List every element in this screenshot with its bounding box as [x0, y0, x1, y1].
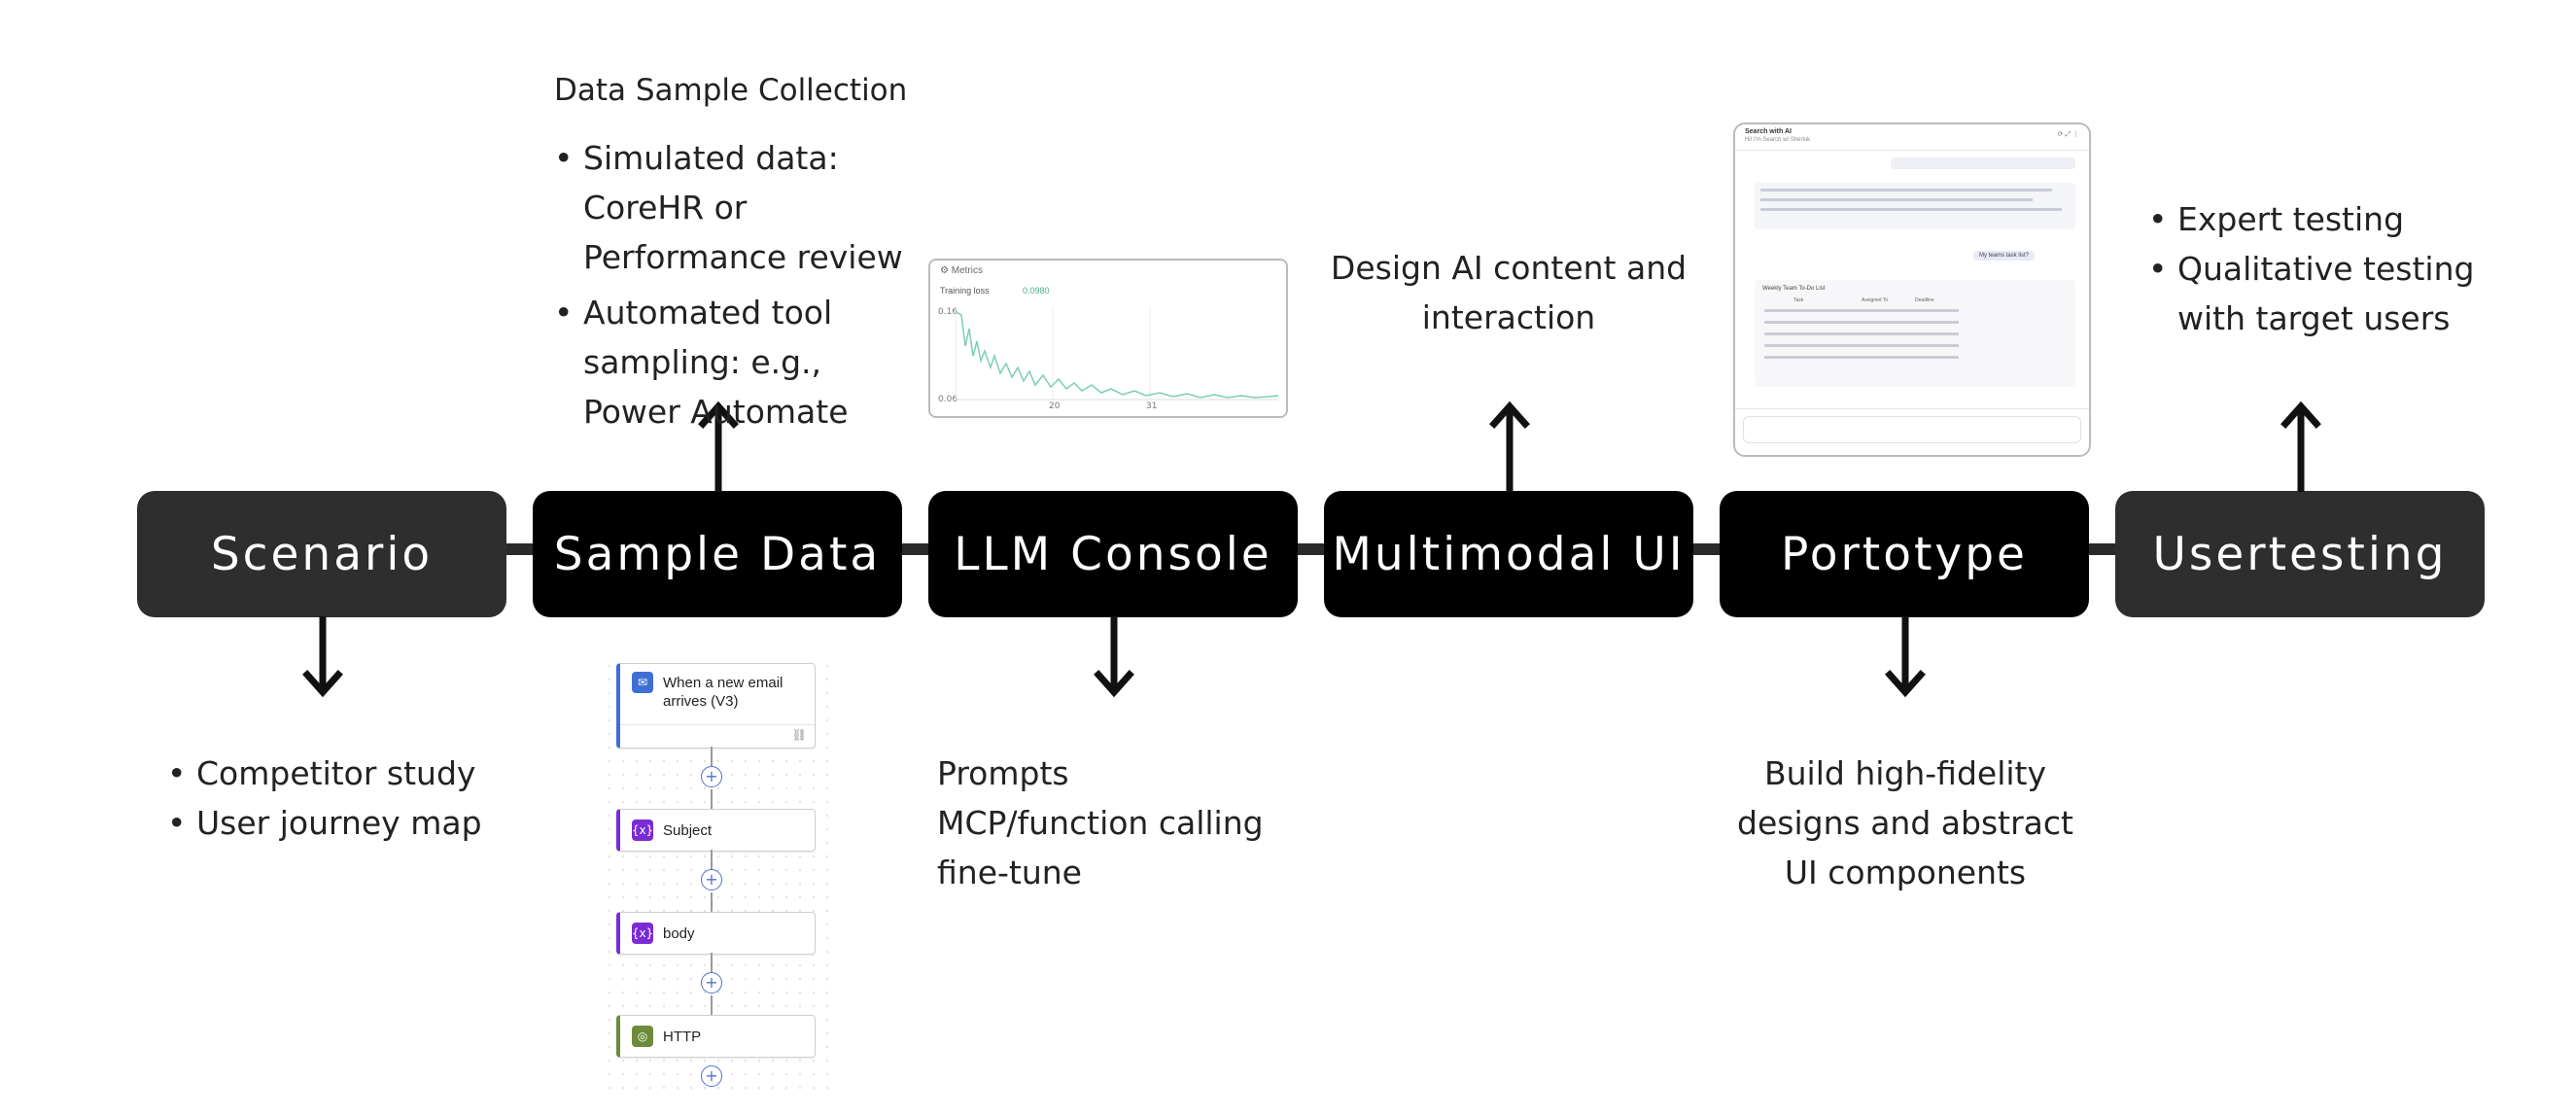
list-item: User journey map [167, 798, 482, 848]
stage-label: Scenario [210, 527, 434, 581]
usertesting-notes: Expert testing Qualitative testing with … [2148, 194, 2518, 343]
list-item: Qualitative testing with target users [2148, 244, 2518, 343]
flow-step-label: Subject [663, 821, 713, 839]
loss-line [956, 311, 1278, 399]
notes-line: interaction [1421, 298, 1596, 336]
loss-value: 0.0980 [1023, 286, 1050, 296]
sample-data-notes: Data Sample Collection Simulated data: C… [554, 66, 914, 436]
stage-llm-console[interactable]: LLM Console [928, 491, 1298, 617]
table-header: Deadline [1915, 297, 1934, 303]
variable-icon: {x} [632, 820, 653, 841]
arrow-up-multimodal [1489, 401, 1530, 492]
flow-step-card[interactable]: {x} Subject [616, 809, 816, 852]
stage-label: Multimodal UI [1332, 527, 1686, 581]
notes-line: designs and abstract [1737, 804, 2073, 842]
arrow-down-portotype [1885, 616, 1926, 698]
notes-line: fine-tune [937, 854, 1082, 891]
flow-step-card[interactable]: {x} body [616, 912, 816, 955]
add-step-icon[interactable]: + [701, 972, 722, 994]
flow-trigger-label: When a new email arrives (V3) [663, 675, 783, 710]
flow-step-label: body [663, 924, 695, 942]
stage-multimodal-ui[interactable]: Multimodal UI [1324, 491, 1693, 617]
flow-step-card[interactable]: ◎ HTTP [616, 1015, 816, 1058]
loss-label: Training loss [940, 286, 990, 296]
notes-line: Design AI content and [1330, 249, 1688, 287]
metrics-panel: ⚙ Metrics Training loss 0.0980 0.16 0.06… [928, 259, 1288, 418]
link-icon: ⛓ [791, 728, 807, 742]
table-header: Task [1793, 297, 1804, 303]
notes-line: Build high-fidelity [1763, 754, 2047, 792]
stage-scenario[interactable]: Scenario [137, 491, 506, 617]
table-header: Assigned To [1862, 297, 1889, 303]
loss-chart [956, 307, 1278, 401]
settings-icon: ⚙ [940, 265, 949, 276]
notes-line: UI components [1784, 854, 2027, 891]
chat-title: Search with AI [1745, 128, 1792, 135]
chat-subtitle: Hi! I'm Search w/ Sherlok [1745, 137, 1811, 143]
multimodal-notes: Design AI content and interaction [1314, 243, 1703, 342]
stage-label: Sample Data [553, 527, 882, 581]
list-item: Competitor study [167, 749, 482, 798]
list-item: Expert testing [2148, 194, 2518, 244]
stage-sample-data[interactable]: Sample Data [533, 491, 902, 617]
y-tick-top: 0.16 [938, 307, 958, 317]
variable-icon: {x} [632, 923, 653, 944]
portotype-notes: Build high-fidelity designs and abstract… [1711, 749, 2100, 897]
arrow-down-llm-console [1094, 616, 1134, 698]
notes-title: Data Sample Collection [554, 73, 908, 108]
user-message: My teams task list? [1973, 251, 2036, 261]
stage-usertesting[interactable]: Usertesting [2115, 491, 2485, 617]
metrics-title: Metrics [951, 265, 983, 276]
notes-line: Prompts [937, 754, 1069, 792]
llm-console-notes: Prompts MCP/function calling fine-tune [937, 749, 1264, 897]
arrow-up-usertesting [2280, 401, 2321, 492]
add-step-icon[interactable]: + [701, 1065, 722, 1087]
scenario-notes: Competitor study User journey map [167, 749, 482, 848]
table-title: Weekly Team To-Do List [1762, 286, 1826, 292]
stage-portotype[interactable]: Portotype [1720, 491, 2089, 617]
window-controls-icon: ⟳ ⤢ ⋮ [2057, 131, 2079, 138]
x-tick-mid: 20 [1049, 401, 1061, 411]
stage-label: Portotype [1781, 527, 2028, 581]
arrow-down-scenario [302, 616, 343, 698]
list-item: Simulated data: CoreHR or Performance re… [554, 133, 914, 282]
x-tick-right: 31 [1146, 401, 1158, 411]
flow-step-label: HTTP [663, 1028, 702, 1045]
chat-prototype-mock: Search with AI Hi! I'm Search w/ Sherlok… [1733, 122, 2091, 457]
add-step-icon[interactable]: + [701, 869, 722, 890]
y-tick-bottom: 0.06 [938, 395, 958, 404]
list-item: Automated tool sampling: e.g., Power Aut… [554, 288, 914, 436]
globe-icon: ◎ [632, 1026, 653, 1047]
outlook-icon: ✉ [632, 672, 653, 693]
flow-trigger-card[interactable]: ✉ When a new email arrives (V3) ⛓ [616, 663, 816, 749]
add-step-icon[interactable]: + [701, 766, 722, 787]
stage-label: LLM Console [954, 527, 1272, 581]
notes-line: MCP/function calling [937, 804, 1264, 842]
stage-label: Usertesting [2152, 527, 2448, 581]
